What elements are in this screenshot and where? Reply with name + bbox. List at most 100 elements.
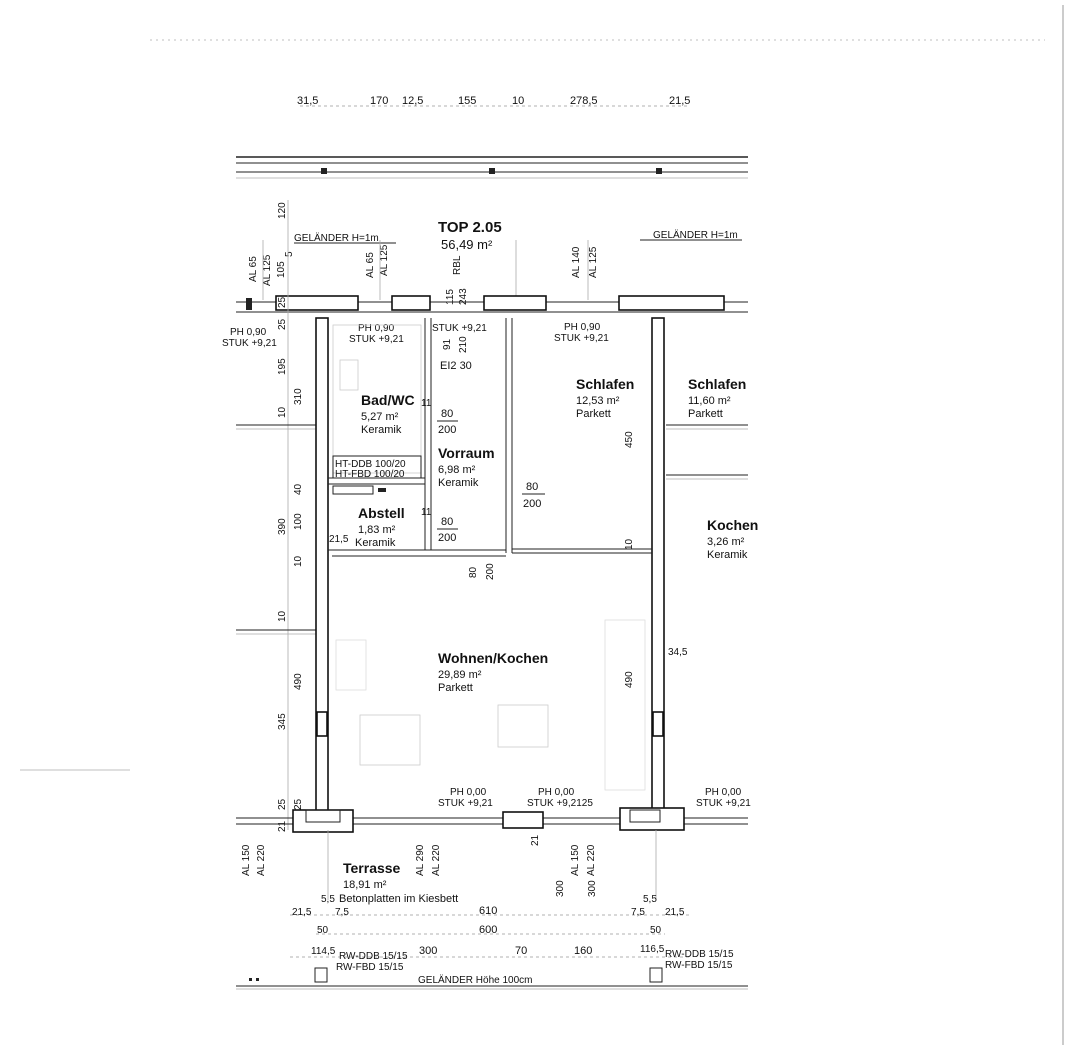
door-width: 80 [526,481,538,493]
bottom-dim: 7,5 [335,907,349,918]
room-schlafen-2: Schlafen 11,60 m² Parkett [688,376,746,420]
room-area: 5,27 m² [361,411,399,423]
room-dim: 34,5 [668,647,688,658]
ph-label: PH 0,00 [450,787,487,798]
room-schlafen-1: Schlafen 12,53 m² Parkett [576,376,634,420]
bottom-dim: 70 [515,945,527,957]
stuk-label: STUK +9,21 [554,333,609,344]
ph-label: PH 0,00 [705,787,742,798]
left-dim: 490 [293,673,304,690]
door-height: 200 [523,498,541,510]
al-label: 105 [276,261,287,278]
room-terrasse: Terrasse 18,91 m² Betonplatten im Kiesbe… [339,860,458,905]
al-label: 300 [555,880,566,897]
room-name: Wohnen/Kochen [438,650,548,666]
door-height: 200 [438,424,456,436]
room-floor: Keramik [361,424,402,436]
left-dim: 10 [293,555,304,567]
door-height: 200 [485,563,496,580]
room-kochen: Kochen 3,26 m² Keramik [707,517,758,561]
gelaender-right-label: GELÄNDER H=1m [653,229,738,241]
top-dim: 278,5 [570,95,598,107]
room-dim: 10 [624,538,635,550]
gelaender-bottom-label: GELÄNDER Höhe 100cm [418,974,533,986]
stuk-label: STUK +9,21 [432,323,487,334]
al-label: AL 150 [570,844,581,876]
room-area: 1,83 m² [358,524,396,536]
top-dim: 10 [512,95,524,107]
room-area: 11,60 m² [688,395,731,407]
top-dim: 21,5 [669,95,690,107]
door-dim: 91 [442,338,453,350]
bottom-dim: 300 [419,945,437,957]
bottom-dim: 50 [317,925,329,936]
room-vorraum: Vorraum 6,98 m² Keramik [438,445,495,489]
shaft-label: HT-DDB 100/20 [335,459,406,470]
left-dim: 25 [277,318,288,330]
left-dim: 195 [277,358,288,375]
al-label: AL 125 [379,244,390,276]
room-floor: Betonplatten im Kiesbett [339,893,458,905]
room-floor: Keramik [707,549,748,561]
top-dim: 170 [370,95,388,107]
left-dim: 25 [277,798,288,810]
room-area: 12,53 m² [576,395,620,407]
bottom-dim: 600 [479,924,497,936]
room-dim: 11 [421,398,432,409]
al-label: AL 65 [248,256,259,282]
bottom-dim: 5,5 [321,894,335,905]
room-abstell: Abstell 1,83 m² Keramik [355,505,405,549]
ph-top-labels: PH 0,90 STUK +9,21 PH 0,90 STUK +9,21 ST… [222,322,609,349]
room-floor: Parkett [438,682,473,694]
al-label: RBL [452,255,463,275]
room-name: Kochen [707,517,758,533]
room-name: Bad/WC [361,392,415,408]
al-label: AL 220 [586,844,597,876]
left-dim: 310 [293,388,304,405]
room-area: 3,26 m² [707,536,745,548]
bottom-dim: 21,5 [292,907,312,918]
al-label: 5 [284,251,295,257]
left-dim: 345 [277,713,288,730]
gelaender-left-label: GELÄNDER H=1m [294,232,379,244]
left-dim: 120 [277,202,288,219]
room-name: Schlafen [576,376,634,392]
al-label: 243 [458,288,469,305]
left-dim: 25 [277,296,288,308]
stuk-label: STUK +9,21 [349,334,404,345]
bottom-dim: 7,5 [631,907,645,918]
room-floor: Parkett [576,408,611,420]
door-width: 80 [441,408,453,420]
rw-label: RW-FBD 15/15 [336,962,404,973]
left-dim: 40 [293,483,304,495]
ph-label: PH 0,00 [538,787,575,798]
left-dim: 10 [277,406,288,418]
room-name: Terrasse [343,860,401,876]
left-dim: 21 [277,820,288,832]
left-dim: 10 [277,610,288,622]
room-area: 6,98 m² [438,464,476,476]
top-dim: 12,5 [402,95,423,107]
left-dim: 25 [293,798,304,810]
top-dim: 31,5 [297,95,318,107]
al-label: AL 220 [256,844,267,876]
room-floor: Keramik [355,537,396,549]
left-dim: 390 [277,518,288,535]
top-facade [236,295,748,313]
room-floor: Keramik [438,477,479,489]
ph-label: PH 0,90 [230,327,267,338]
room-dim: 490 [624,671,635,688]
bottom-dim: 160 [574,945,592,957]
rw-label: RW-DDB 15/15 [665,949,734,960]
stuk-label: STUK +9,2125 [527,798,593,809]
bottom-dim: 21,5 [665,907,685,918]
al-label: AL 65 [365,252,376,278]
bottom-dim: 5,5 [643,894,657,905]
ph-label: PH 0,90 [564,322,601,333]
bottom-facade [236,807,748,833]
al-label: AL 125 [262,254,273,286]
room-floor: Parkett [688,408,723,420]
room-dim: 450 [624,431,635,448]
fire-rating: EI2 30 [440,360,472,372]
